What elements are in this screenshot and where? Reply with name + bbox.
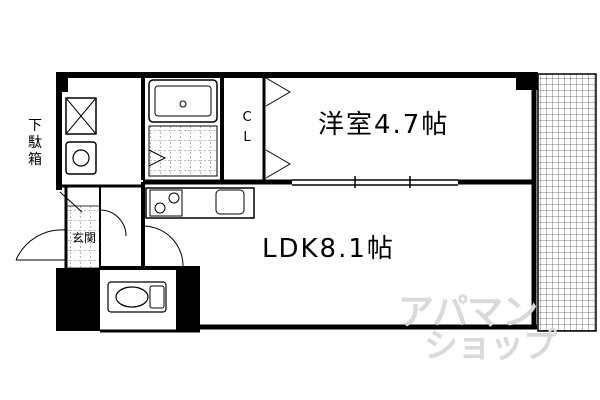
entrance	[15, 191, 184, 269]
bathroom	[148, 79, 218, 177]
balcony	[537, 73, 597, 332]
outer-walls	[56, 72, 538, 330]
western-room-label: 洋室4.7帖	[318, 110, 450, 140]
shoe-box-label: 下駄箱	[28, 118, 42, 168]
kitchen	[145, 187, 255, 219]
toilet	[107, 281, 167, 313]
pillars	[56, 72, 538, 331]
washroom	[65, 97, 97, 175]
ldk-label: LDK8.1帖	[262, 234, 395, 264]
closet-label: CL	[242, 110, 252, 145]
closet-doors	[265, 77, 291, 179]
watermark-logo-line1: アパマン	[398, 292, 538, 333]
watermark-logo-line2: ショップ	[424, 326, 557, 366]
entrance-label: 玄関	[72, 231, 97, 245]
interior-walls	[59, 75, 536, 333]
